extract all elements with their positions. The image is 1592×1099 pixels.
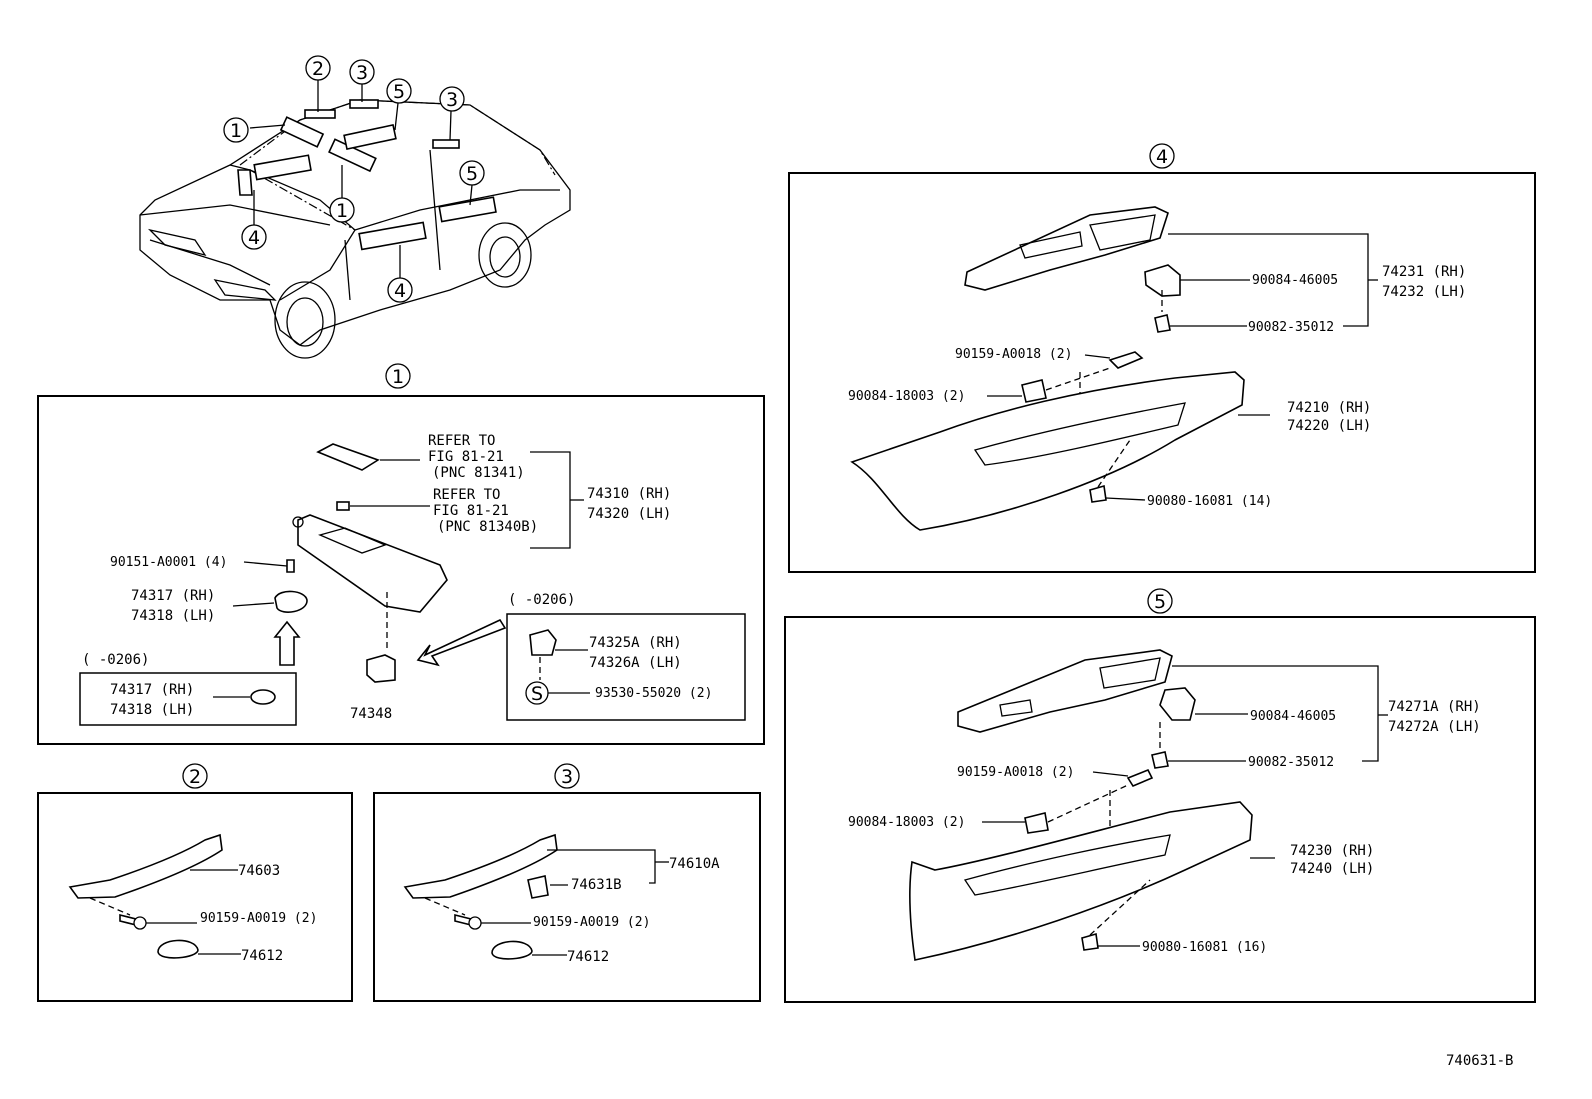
fastener-4-part (1089, 484, 1107, 503)
armrest-5-lh-label: 74240 (LH) (1290, 861, 1374, 877)
panel-2-assist-grip: 2 74603 90159-A0019 (2) 74612 (37, 763, 353, 1002)
clip-4-label: 90084-46005 (1252, 273, 1338, 288)
nut-4-part (1021, 379, 1047, 403)
switch-base-5-lh-label: 74272A (LH) (1388, 719, 1481, 735)
grip3-clip-label: 74631B (571, 877, 622, 893)
range-right-label: ( -0206) (508, 592, 575, 608)
bolt-4-part (1108, 351, 1144, 369)
switch-base-4-lh-label: 74232 (LH) (1382, 284, 1466, 300)
panel-4-front-armrest: 4 90084-46005 74231 (RH) 74232 (LH) 9008… (788, 143, 1536, 573)
panel-1-callout: 1 (392, 366, 404, 388)
grip3-part (403, 833, 558, 899)
screw-a-5-label: 90082-35012 (1248, 755, 1334, 770)
fastener-4-label: 90080-16081 (14) (1147, 494, 1272, 509)
bracket-label: 74348 (350, 706, 392, 722)
mirror-cover-part (316, 443, 380, 471)
car-callout-1: 1 (230, 120, 242, 142)
visor-screw-label: 90151-A0001 (4) (110, 555, 227, 570)
refer-a-line3: (PNC 81341) (432, 465, 525, 481)
nut-5-part (1024, 812, 1049, 834)
big-arrow (416, 618, 507, 667)
holder-part (274, 590, 308, 613)
car-callout-5: 5 (393, 81, 405, 103)
panel-3-assist-grip: 3 74610A 74631B 90159-A0019 (2) 74612 (373, 763, 761, 1002)
refer-b-line3: (PNC 81340B) (437, 519, 538, 535)
grip-part (68, 833, 223, 899)
inset-lh-label: 74326A (LH) (589, 655, 682, 671)
grip3-cap-label: 74612 (567, 949, 609, 965)
armrest-5-part (909, 801, 1253, 961)
clip-5-label: 90084-46005 (1250, 709, 1336, 724)
panel-5-callout: 5 (1154, 591, 1166, 613)
bolt-5-label: 90159-A0018 (2) (957, 765, 1074, 780)
refer-b-line1: REFER TO (433, 487, 500, 503)
bracket-part (366, 654, 396, 683)
car-callout-5b: 5 (466, 163, 478, 185)
panel-4-callout: 4 (1156, 146, 1168, 168)
car-callout-2: 2 (312, 58, 324, 80)
range-left-label: ( -0206) (82, 652, 149, 668)
grip-screw-label: 90159-A0019 (2) (200, 911, 317, 926)
grip3-label: 74610A (669, 856, 720, 872)
refer-b-line2: FIG 81-21 (433, 503, 509, 519)
refer-a-line1: REFER TO (428, 433, 495, 449)
grip3-screw-label: 90159-A0019 (2) (533, 915, 650, 930)
inset-bracket-part (529, 629, 557, 656)
fastener-5-part (1081, 932, 1099, 951)
grip3-cap-part (491, 940, 533, 960)
clip-4-part (1144, 264, 1181, 297)
refer-a-line2: FIG 81-21 (428, 449, 504, 465)
car-overview: 1 2 3 5 3 1 5 4 4 (139, 55, 571, 359)
armrest-4-lh-label: 74220 (LH) (1287, 418, 1371, 434)
nut-4-label: 90084-18003 (2) (848, 389, 965, 404)
inset-s-symbol: S (531, 683, 543, 705)
car-callout-3b: 3 (446, 89, 458, 111)
holder-old-lh-label: 74318 (LH) (110, 702, 194, 718)
armrest-4-part (850, 371, 1245, 531)
inset-screw-label: 93530-55020 (2) (595, 686, 712, 701)
grip3-clip-part (527, 875, 549, 899)
car-callout-1b: 1 (336, 200, 348, 222)
screw-a-4-part (1154, 314, 1171, 333)
visor-part (297, 514, 448, 613)
inset-rh-label: 74325A (RH) (589, 635, 682, 651)
switch-base-4-part (964, 206, 1169, 291)
diagram-id: 740631-B (1446, 1053, 1513, 1069)
car-callout-3: 3 (356, 62, 368, 84)
screw-a-5-part (1151, 751, 1169, 769)
panel-5-rear-armrest: 5 90084-46005 74271A (RH) 74272A (LH) 90… (784, 588, 1536, 1003)
panel-3-callout: 3 (561, 766, 573, 788)
clip-5-part (1159, 687, 1196, 721)
grip-label: 74603 (238, 863, 280, 879)
bolt-4-label: 90159-A0018 (2) (955, 347, 1072, 362)
screw-a-4-label: 90082-35012 (1248, 320, 1334, 335)
car-callout-4: 4 (248, 227, 260, 249)
armrest-4-rh-label: 74210 (RH) (1287, 400, 1371, 416)
visor-lh-label: 74320 (LH) (587, 506, 671, 522)
panel-1-sun-visor: 1 REFER TO FIG 81-21 (PNC (37, 363, 765, 745)
switch-base-5-part (957, 649, 1173, 733)
fastener-5-label: 90080-16081 (16) (1142, 940, 1267, 955)
panel-2-callout: 2 (189, 766, 201, 788)
bolt-5-part (1126, 768, 1154, 788)
holder-lh-label: 74318 (LH) (131, 608, 215, 624)
up-arrow (273, 620, 301, 666)
visor-screw-part (286, 559, 295, 573)
holder-old-rh-label: 74317 (RH) (110, 682, 194, 698)
grip-cap-label: 74612 (241, 948, 283, 964)
switch-base-4-rh-label: 74231 (RH) (1382, 264, 1466, 280)
switch-base-5-rh-label: 74271A (RH) (1388, 699, 1481, 715)
visor-rh-label: 74310 (RH) (587, 486, 671, 502)
grip-cap-part (157, 939, 199, 959)
holder-rh-label: 74317 (RH) (131, 588, 215, 604)
visor-clip-part (336, 501, 350, 511)
armrest-5-rh-label: 74230 (RH) (1290, 843, 1374, 859)
nut-5-label: 90084-18003 (2) (848, 815, 965, 830)
car-callout-4b: 4 (394, 280, 406, 302)
